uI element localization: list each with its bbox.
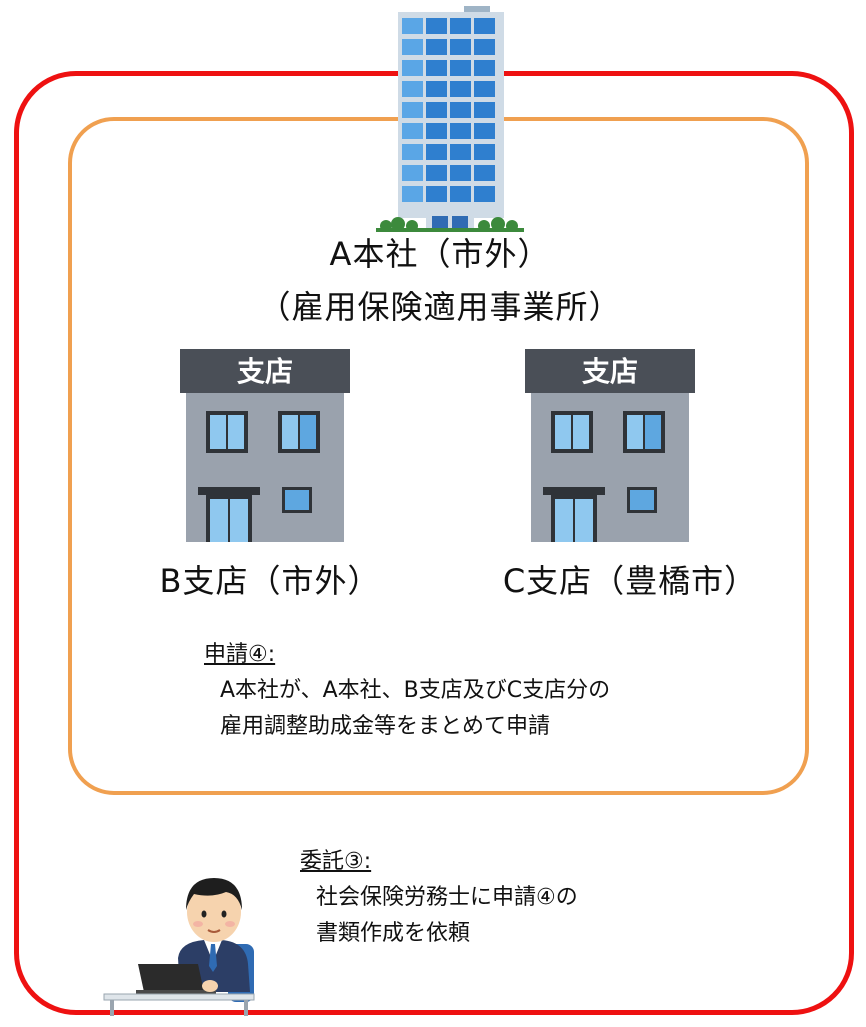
tower-window <box>426 39 447 55</box>
tower-window <box>426 123 447 139</box>
tower-window <box>426 165 447 181</box>
tower-window <box>402 144 423 160</box>
tower-window <box>450 60 471 76</box>
tower-window <box>426 186 447 202</box>
branch-sign-text: 支店 <box>582 355 638 388</box>
branch-sign-text: 支店 <box>237 355 293 388</box>
tower-window <box>474 18 495 34</box>
tower-window <box>402 81 423 97</box>
tower-window <box>474 81 495 97</box>
tower-window <box>474 186 495 202</box>
tower-window <box>402 39 423 55</box>
branch-b-building-icon: 支店 <box>180 349 350 542</box>
tower-window <box>402 102 423 118</box>
consign-note-line: 書類作成を依頼 <box>316 921 471 946</box>
tower-window <box>450 186 471 202</box>
branch-c-name: C支店（豊橋市） <box>502 562 758 600</box>
consign-note-line: 社会保険労務士に申請④の <box>316 885 578 910</box>
consign-note: 委託③: 社会保険労務士に申請④の 書類作成を依頼 <box>300 844 578 952</box>
tower-window <box>402 18 423 34</box>
tower-window <box>474 39 495 55</box>
tower-window <box>450 81 471 97</box>
tower-window <box>450 39 471 55</box>
tower-window <box>426 144 447 160</box>
tower-window <box>450 165 471 181</box>
tower-window <box>402 60 423 76</box>
tower-window <box>474 60 495 76</box>
tower-window <box>450 102 471 118</box>
tower-window <box>474 165 495 181</box>
application-note: 申請④: A本社が、A本社、B支店及びC支店分の 雇用調整助成金等をまとめて申請 <box>204 637 610 745</box>
tower-window <box>402 186 423 202</box>
tower-window <box>426 60 447 76</box>
hq-name: A本社（市外） <box>329 235 551 273</box>
consultant-at-laptop-icon <box>103 878 255 1016</box>
tower-window <box>450 144 471 160</box>
tower-window <box>474 102 495 118</box>
tower-window <box>426 81 447 97</box>
office-tower-icon <box>376 6 524 232</box>
application-note-line: A本社が、A本社、B支店及びC支店分の <box>220 678 611 703</box>
application-note-line: 雇用調整助成金等をまとめて申請 <box>220 714 551 739</box>
tower-window <box>426 102 447 118</box>
tower-window <box>474 144 495 160</box>
tower-window <box>450 123 471 139</box>
application-note-heading: 申請④: <box>204 642 276 667</box>
branch-b-name: B支店（市外） <box>159 562 381 600</box>
hq-type: （雇用保険適用事業所） <box>258 288 622 326</box>
tower-window <box>450 18 471 34</box>
tower-window <box>474 123 495 139</box>
branch-c-building-icon: 支店 <box>525 349 695 542</box>
tower-window <box>402 165 423 181</box>
consign-note-heading: 委託③: <box>300 849 372 874</box>
tower-window <box>426 18 447 34</box>
tower-window <box>402 123 423 139</box>
